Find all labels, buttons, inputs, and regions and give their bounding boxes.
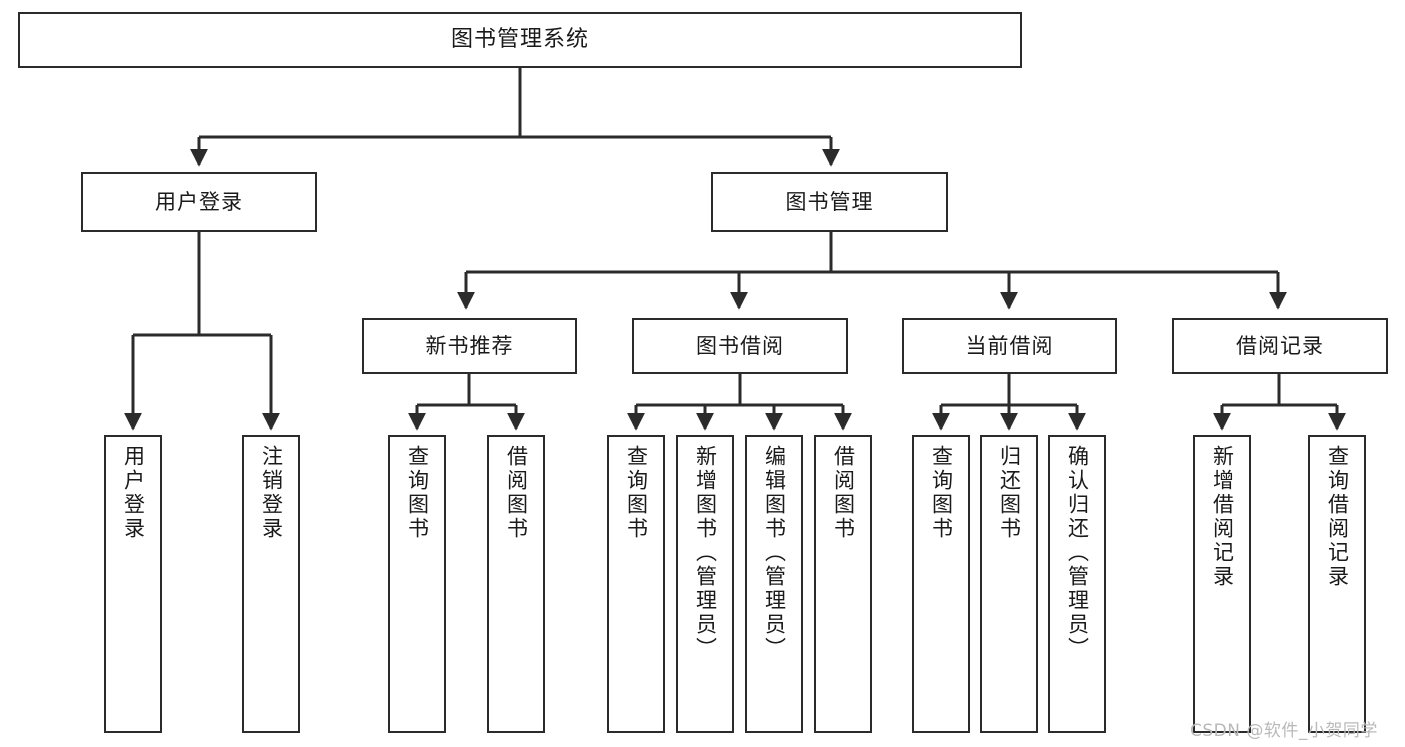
node-leaf-confirm-return[interactable]: 确认归还（管理员） <box>1048 435 1106 733</box>
node-leaf-add-book[interactable]: 新增图书（管理员） <box>676 435 734 733</box>
node-user-login[interactable]: 用户登录 <box>81 172 317 232</box>
node-borrow-record-label: 借阅记录 <box>1236 333 1324 358</box>
node-root[interactable]: 图书管理系统 <box>18 12 1022 68</box>
node-book-borrow-label: 图书借阅 <box>696 333 784 358</box>
node-root-label: 图书管理系统 <box>450 27 589 53</box>
node-borrow-record[interactable]: 借阅记录 <box>1172 318 1388 374</box>
node-user-login-label: 用户登录 <box>155 189 243 214</box>
node-leaf-confirm-return-label: 确认归还（管理员） <box>1065 445 1090 661</box>
node-leaf-return-book[interactable]: 归还图书 <box>980 435 1038 733</box>
node-leaf-user-login[interactable]: 用户登录 <box>104 435 162 733</box>
node-leaf-query-book-2[interactable]: 查询图书 <box>607 435 665 733</box>
node-leaf-borrow-book-2-label: 借阅图书 <box>831 445 856 541</box>
node-leaf-borrow-book-2[interactable]: 借阅图书 <box>814 435 872 733</box>
node-current-borrow[interactable]: 当前借阅 <box>902 318 1117 374</box>
node-leaf-add-book-label: 新增图书（管理员） <box>693 445 718 661</box>
node-leaf-query-book-1-label: 查询图书 <box>405 445 430 541</box>
node-leaf-query-borrow-record-label: 查询借阅记录 <box>1325 445 1350 589</box>
node-leaf-user-login-label: 用户登录 <box>121 445 146 541</box>
node-new-book-recommend-label: 新书推荐 <box>425 333 514 358</box>
node-leaf-query-book-2-label: 查询图书 <box>624 445 649 541</box>
csdn-watermark: CSDN @软件_小贺同学 <box>1190 721 1378 741</box>
node-leaf-borrow-book-1-label: 借阅图书 <box>504 445 529 541</box>
node-leaf-edit-book[interactable]: 编辑图书（管理员） <box>745 435 803 733</box>
node-leaf-query-book-3-label: 查询图书 <box>929 445 954 541</box>
node-leaf-logout-login[interactable]: 注销登录 <box>242 435 300 733</box>
node-book-manage-label: 图书管理 <box>785 189 874 214</box>
node-new-book-recommend[interactable]: 新书推荐 <box>362 318 577 374</box>
node-leaf-add-borrow-record-label: 新增借阅记录 <box>1210 445 1235 589</box>
node-leaf-add-borrow-record[interactable]: 新增借阅记录 <box>1193 435 1251 733</box>
node-leaf-query-book-3[interactable]: 查询图书 <box>912 435 970 733</box>
node-leaf-query-borrow-record[interactable]: 查询借阅记录 <box>1308 435 1366 733</box>
node-book-borrow[interactable]: 图书借阅 <box>632 318 848 374</box>
node-leaf-edit-book-label: 编辑图书（管理员） <box>762 445 787 661</box>
node-leaf-logout-login-label: 注销登录 <box>259 445 284 541</box>
node-current-borrow-label: 当前借阅 <box>965 333 1054 358</box>
node-book-manage[interactable]: 图书管理 <box>711 172 948 232</box>
node-leaf-borrow-book-1[interactable]: 借阅图书 <box>487 435 545 733</box>
node-leaf-query-book-1[interactable]: 查询图书 <box>388 435 446 733</box>
node-leaf-return-book-label: 归还图书 <box>997 445 1022 541</box>
